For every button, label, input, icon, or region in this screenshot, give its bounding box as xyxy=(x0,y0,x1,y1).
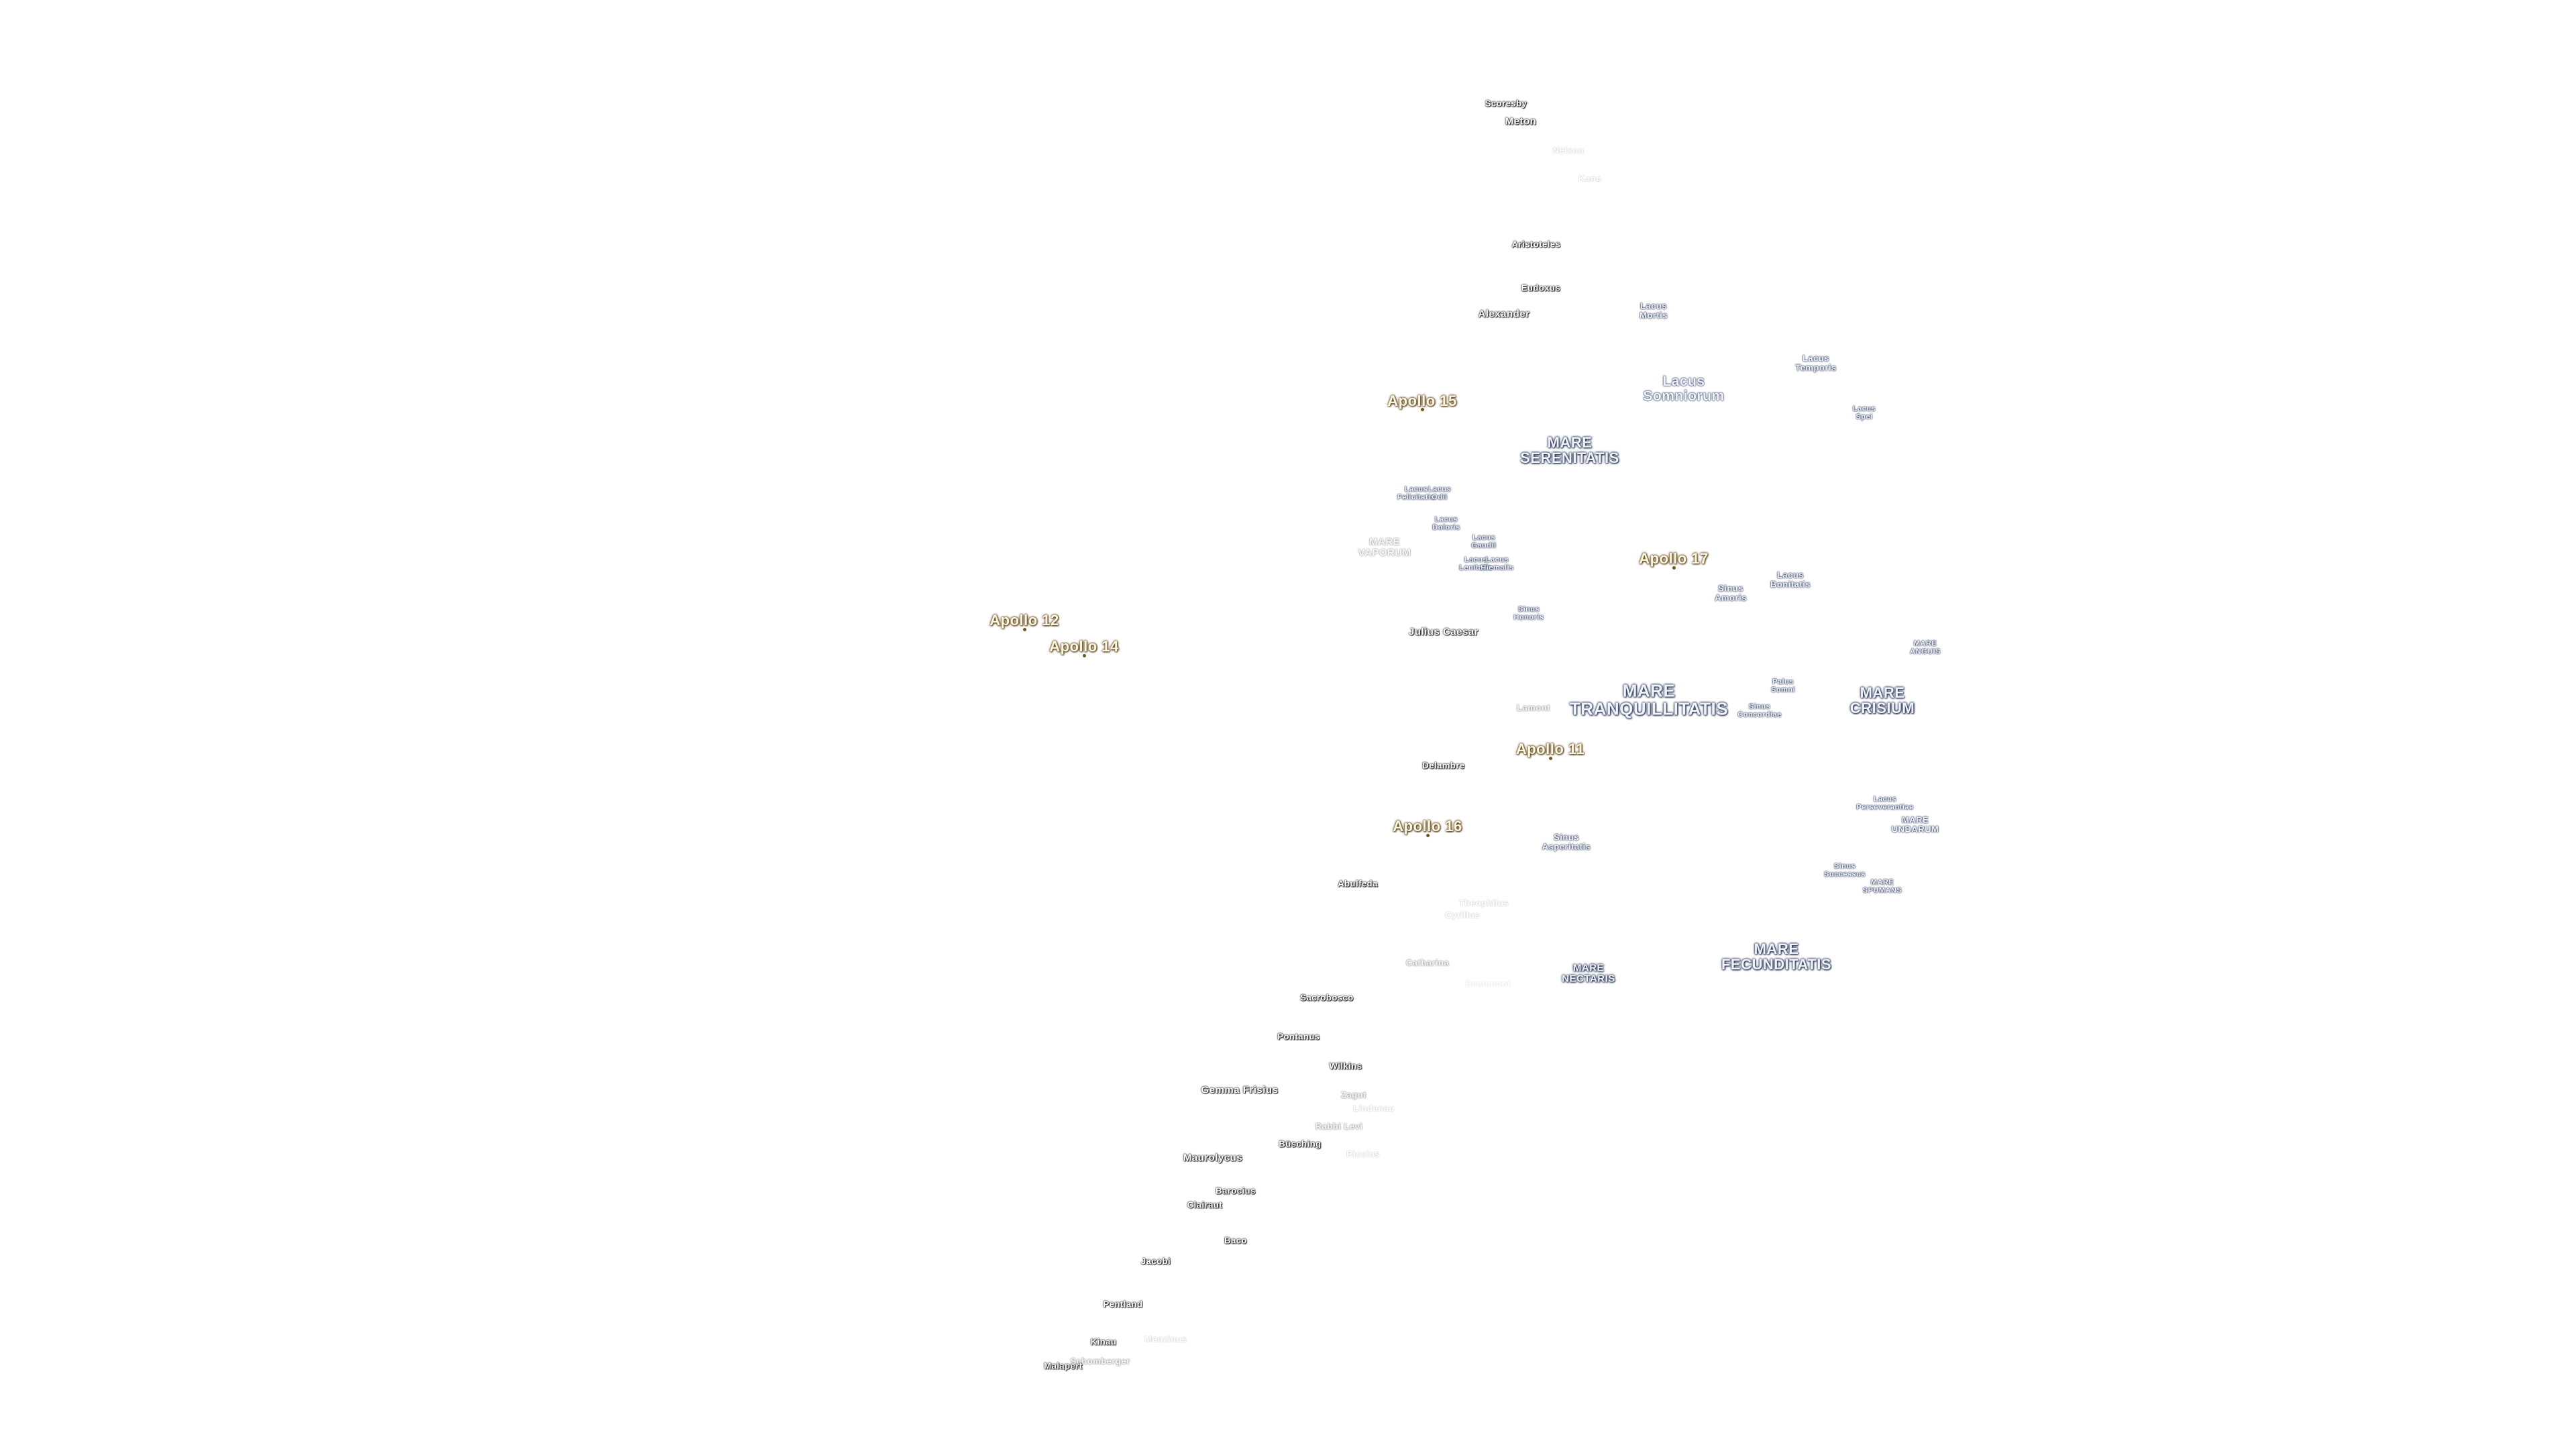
crater-label-rabbi-levi[interactable]: Rabbi Levi xyxy=(1315,1121,1363,1132)
crater-label-kane[interactable]: Kane xyxy=(1578,173,1601,184)
apollo-label-12[interactable]: Apollo 12 xyxy=(989,612,1059,629)
crater-label-gemma-frisius[interactable]: Gemma Frisius xyxy=(1201,1084,1279,1096)
crater-label-busching[interactable]: Büsching xyxy=(1279,1138,1322,1149)
crater-label-clairaut[interactable]: Clairaut xyxy=(1187,1199,1223,1210)
crater-label-pentland[interactable]: Pentland xyxy=(1103,1299,1143,1309)
apollo-16-site-marker[interactable] xyxy=(1426,833,1430,838)
crater-label-nelson[interactable]: Nelson xyxy=(1552,145,1585,156)
lake-label-sinus-asperitatis[interactable]: Sinus Asperitatis xyxy=(1542,832,1591,851)
apollo-label-15[interactable]: Apollo 15 xyxy=(1387,392,1457,409)
apollo-15-site-marker[interactable] xyxy=(1420,407,1425,412)
crater-label-pontanus[interactable]: Pontanus xyxy=(1277,1031,1320,1042)
apollo-label-16[interactable]: Apollo 16 xyxy=(1393,818,1462,835)
apollo-label-11[interactable]: Apollo 11 xyxy=(1515,741,1585,757)
lake-label-felicitatis[interactable]: Lacus Felicitatis xyxy=(1397,485,1436,501)
lake-label-perseverantiae[interactable]: Lacus Perseverantiae xyxy=(1856,795,1914,811)
lake-label-spei[interactable]: Lacus Spei xyxy=(1852,405,1876,421)
mare-label-fecunditatis[interactable]: MARE FECUNDITATIS xyxy=(1721,940,1832,973)
crater-label-sacrobosco[interactable]: Sacrobosco xyxy=(1300,992,1354,1003)
crater-label-baco[interactable]: Baco xyxy=(1224,1235,1247,1246)
lake-label-doloris[interactable]: Lacus Doloris xyxy=(1432,515,1460,531)
lake-label-sinus-honoris[interactable]: Sinus Honoris xyxy=(1513,605,1544,621)
crater-label-manzinus[interactable]: Manzinus xyxy=(1144,1334,1187,1344)
lake-label-somniorum[interactable]: Lacus Somniorum xyxy=(1643,373,1725,404)
crater-label-lindenau[interactable]: Lindenau xyxy=(1353,1103,1395,1114)
crater-label-zagut[interactable]: Zagut xyxy=(1341,1089,1366,1100)
lake-label-sinus-amoris[interactable]: Sinus Amoris xyxy=(1715,583,1747,602)
crater-label-riccius[interactable]: Riccius xyxy=(1346,1148,1380,1159)
crater-label-wilkins[interactable]: Wilkins xyxy=(1329,1061,1362,1071)
mare-label-vaporum[interactable]: MARE VAPORUM xyxy=(1358,536,1411,558)
crater-label-schomberger[interactable]: Schomberger xyxy=(1070,1356,1130,1366)
crater-label-kinau[interactable]: Kinau xyxy=(1090,1336,1117,1347)
crater-label-delambre[interactable]: Delambre xyxy=(1422,760,1465,771)
lake-label-mortis[interactable]: Lacus Mortis xyxy=(1640,301,1668,320)
mare-label-undarum[interactable]: MARE UNDARUM xyxy=(1891,814,1939,834)
lake-label-sinus-concordiae[interactable]: Sinus Concordiae xyxy=(1737,702,1782,718)
mare-label-anguis[interactable]: MARE ANGUIS xyxy=(1910,639,1941,655)
mare-label-spumans[interactable]: MARE SPUMANS xyxy=(1862,878,1902,894)
apollo-14-site-marker[interactable] xyxy=(1082,653,1087,658)
crater-label-catharina[interactable]: Catharina xyxy=(1405,957,1450,968)
crater-label-alexander[interactable]: Alexander xyxy=(1478,308,1530,320)
crater-label-malapert[interactable]: Malapert xyxy=(1044,1360,1083,1371)
crater-label-meton[interactable]: Meton xyxy=(1505,115,1537,127)
mare-label-crisium[interactable]: MARE CRISIUM xyxy=(1849,684,1915,716)
crater-label-julius-caesar[interactable]: Julius Caesar xyxy=(1408,626,1479,638)
lake-label-palus-somni[interactable]: Palus Somni xyxy=(1770,678,1796,694)
lake-label-lenitatis[interactable]: Lacus Lenitatis xyxy=(1459,555,1493,572)
apollo-label-14[interactable]: Apollo 14 xyxy=(1049,638,1119,655)
crater-label-scoresby[interactable]: Scoresby xyxy=(1485,98,1527,109)
crater-label-jacobi[interactable]: Jacobi xyxy=(1140,1256,1171,1267)
lake-label-temporis[interactable]: Lacus Temporis xyxy=(1795,353,1837,372)
lake-label-hiemalis[interactable]: Lacus Hiemalis xyxy=(1481,555,1514,572)
lake-label-sinus-successus[interactable]: Sinus Successus xyxy=(1824,862,1866,878)
crater-label-cyrillus[interactable]: Cyrillus xyxy=(1445,910,1480,920)
crater-label-maurolycus[interactable]: Maurolycus xyxy=(1183,1152,1243,1164)
crater-label-theophilus[interactable]: Theophilus xyxy=(1458,898,1509,908)
lake-label-bonitatis[interactable]: Lacus Bonitatis xyxy=(1770,570,1811,589)
crater-label-lamont[interactable]: Lamont xyxy=(1517,702,1550,713)
mare-label-serenitatis[interactable]: MARE SERENITATIS xyxy=(1520,433,1619,466)
apollo-17-site-marker[interactable] xyxy=(1672,566,1676,570)
mare-label-nectaris[interactable]: MARE NECTARIS xyxy=(1562,962,1615,984)
crater-label-barocius[interactable]: Barocius xyxy=(1216,1185,1256,1196)
apollo-label-17[interactable]: Apollo 17 xyxy=(1639,550,1709,567)
mare-label-tranquillitatis[interactable]: MARE TRANQUILLITATIS xyxy=(1569,680,1729,719)
apollo-12-site-marker[interactable] xyxy=(1022,627,1027,632)
apollo-11-site-marker[interactable] xyxy=(1548,756,1553,761)
crater-label-eudoxus[interactable]: Eudoxus xyxy=(1521,282,1561,293)
lake-label-gaudii[interactable]: Lacus Gaudii xyxy=(1471,533,1497,549)
lake-label-odii[interactable]: Lacus Odii xyxy=(1428,485,1452,501)
crater-label-abulfeda[interactable]: Abulfeda xyxy=(1338,878,1378,889)
crater-label-aristoteles[interactable]: Aristoteles xyxy=(1511,239,1561,250)
crater-label-beaumont[interactable]: Beaumont xyxy=(1465,978,1511,989)
